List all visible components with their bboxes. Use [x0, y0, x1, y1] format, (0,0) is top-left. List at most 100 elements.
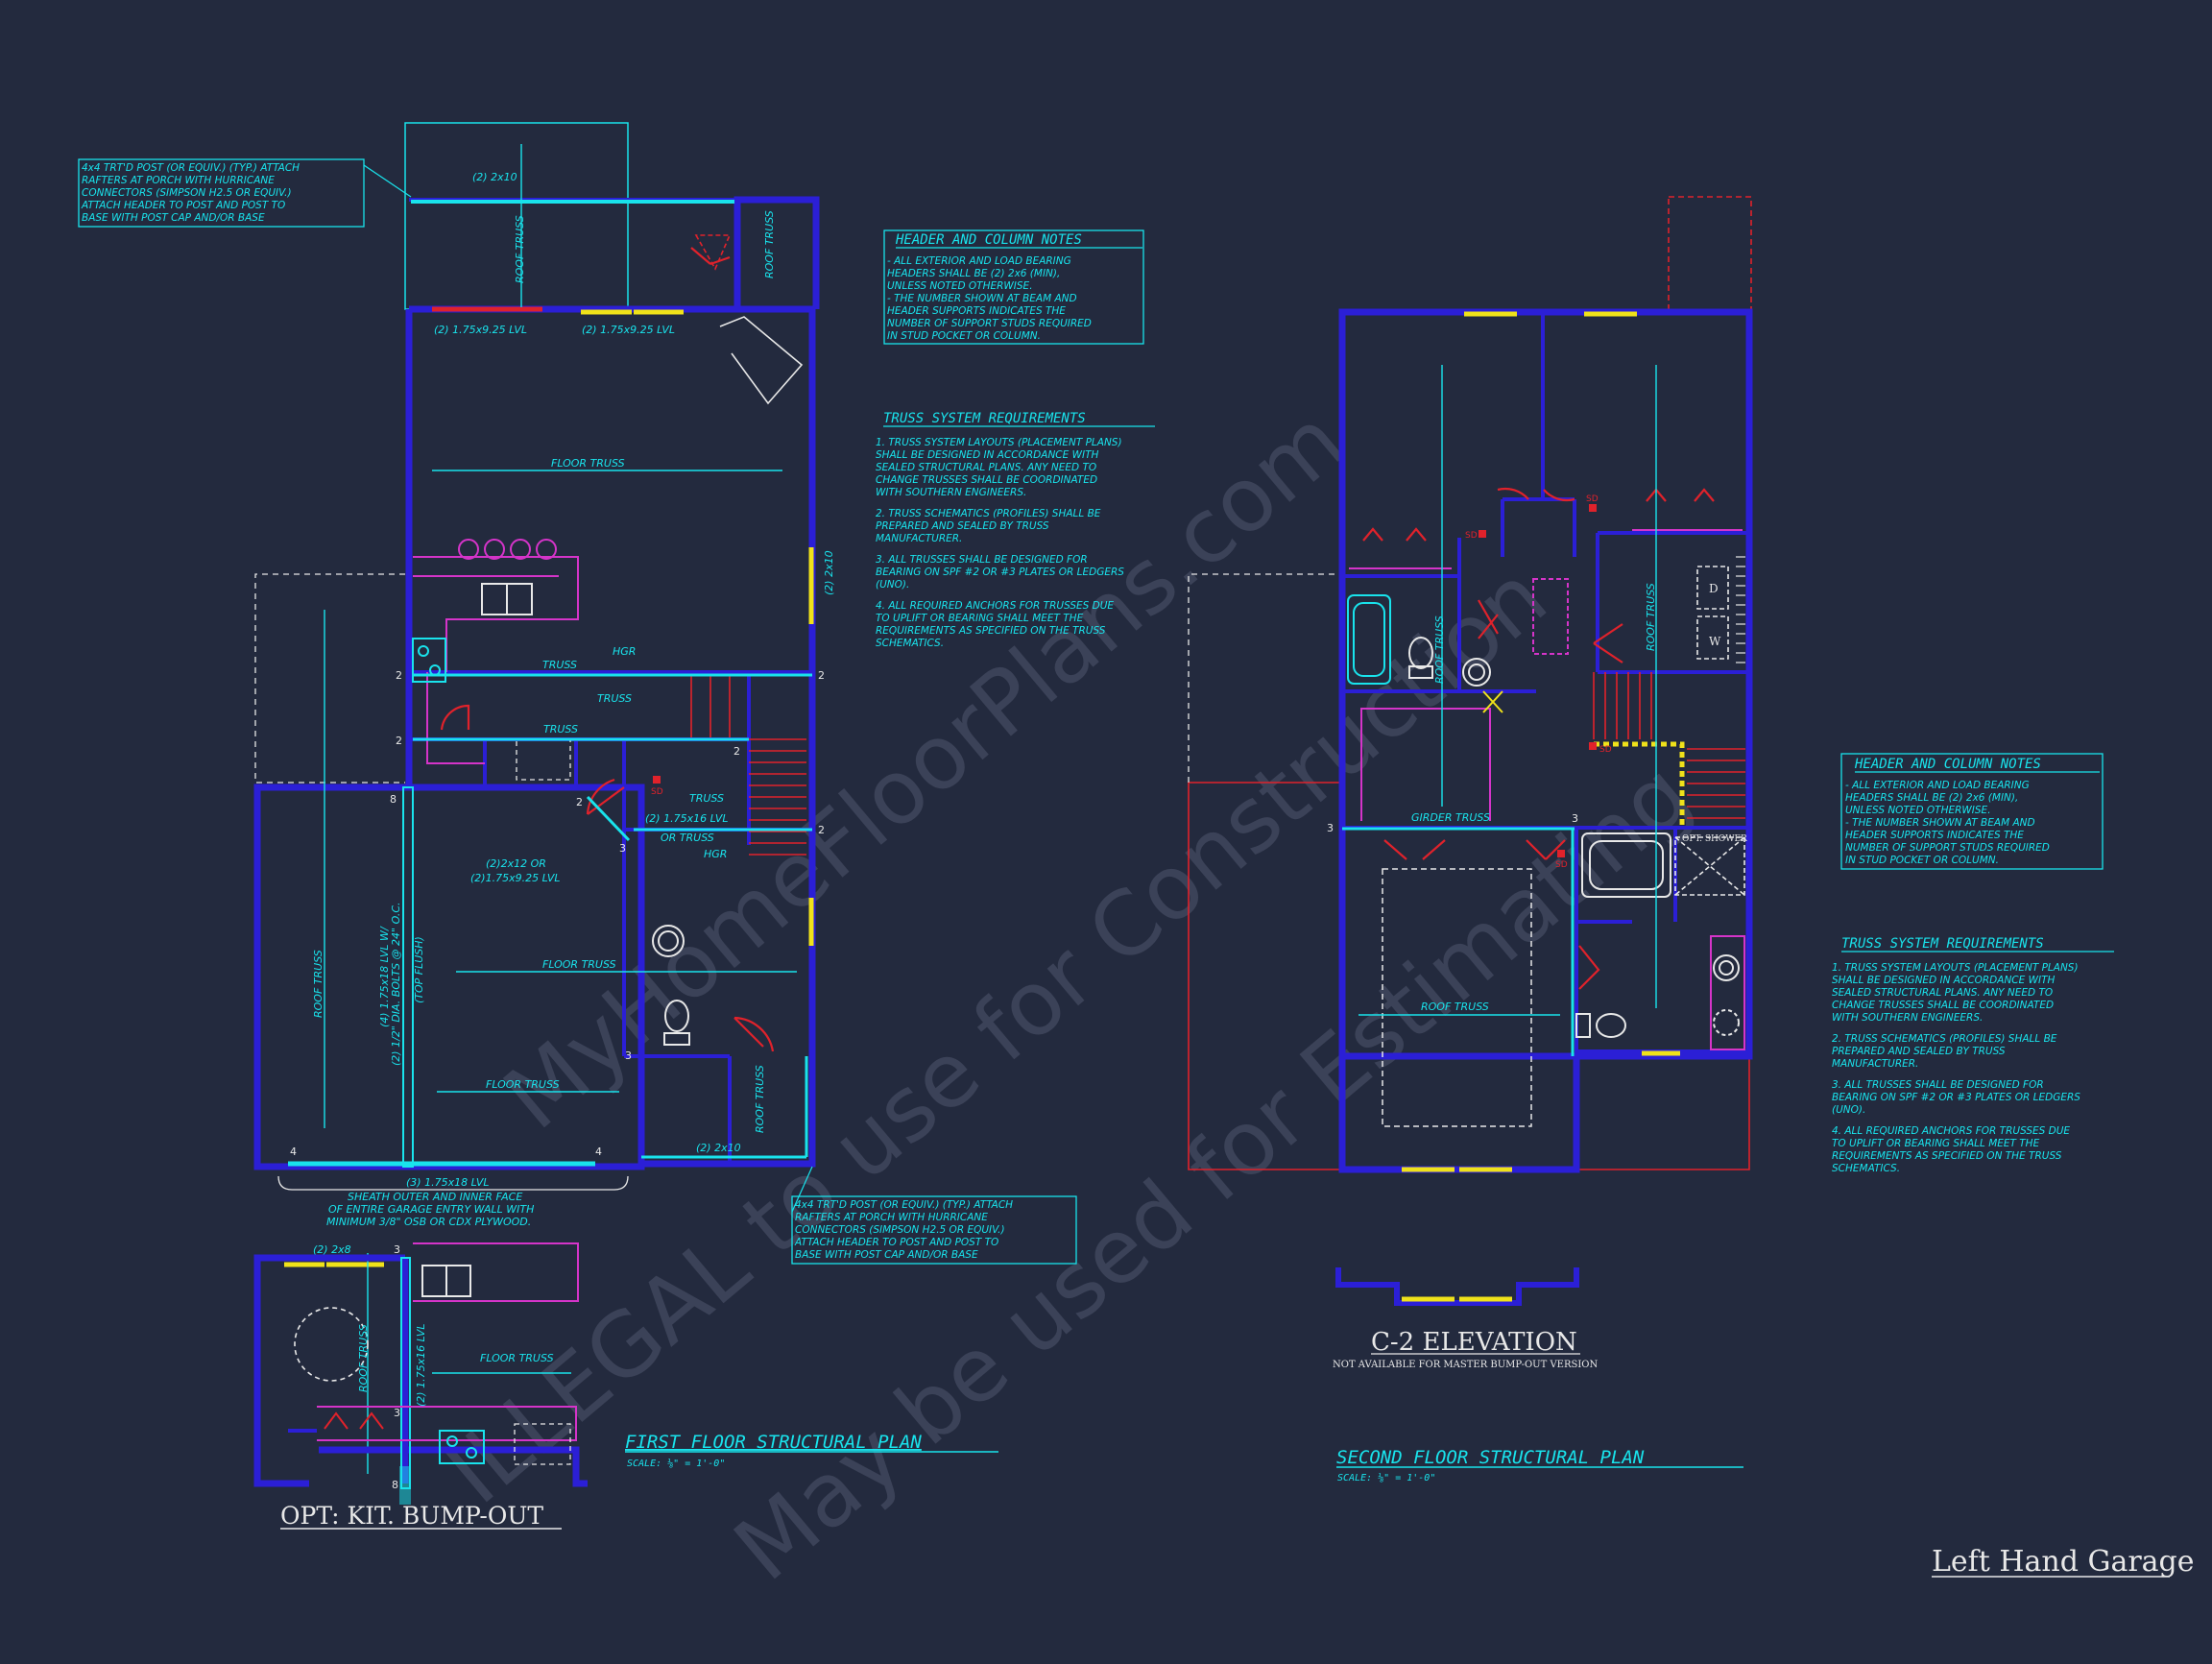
sheet-label: Left Hand Garage — [1932, 1545, 2195, 1579]
notes-truss-2-line: SHALL BE DESIGNED IN ACCORDANCE WITH — [1832, 975, 2055, 986]
porch-corner-walls — [733, 196, 820, 309]
notes-truss-2-title: TRUSS SYSTEM REQUIREMENTS — [1841, 936, 2044, 952]
notes-truss-2-line: SEALED STRUCTURAL PLANS. ANY NEED TO — [1832, 987, 2053, 999]
notes-header-1-line: - ALL EXTERIOR AND LOAD BEARING — [887, 255, 1071, 267]
notes-truss-2-line: WITH SOUTHERN ENGINEERS. — [1832, 1012, 1983, 1024]
support-num: 8 — [390, 793, 397, 806]
label-garage-beam-c: (TOP FLUSH) — [413, 936, 425, 1003]
bumpout-label-roof-truss: ROOF TRUSS — [357, 1324, 370, 1392]
notes-header-2-line: NUMBER OF SUPPORT STUDS REQUIRED — [1845, 842, 2050, 854]
support-num: 2 — [576, 796, 583, 808]
washer-dryer-icon — [1696, 566, 1729, 660]
notes-truss-2-line: TO UPLIFT OR BEARING SHALL MEET THE — [1832, 1138, 2040, 1149]
support-num: 3 — [1572, 812, 1578, 825]
notes-truss-1-line: SCHEMATICS. — [876, 638, 944, 649]
stair-rail — [1594, 741, 1685, 828]
shower-icon — [1674, 836, 1745, 896]
notes-header-2-line: HEADERS SHALL BE (2) 2x6 (MIN), — [1845, 792, 2018, 804]
bumpout-post — [399, 1466, 411, 1505]
support-num: 3 — [619, 842, 626, 855]
sink-icon — [652, 925, 685, 957]
label-garage-header: (3) 1.75x18 LVL — [406, 1176, 490, 1189]
notes-truss-1-line: WITH SOUTHERN ENGINEERS. — [876, 487, 1026, 498]
notes-truss-1-line: PREPARED AND SEALED BY TRUSS — [876, 520, 1049, 532]
notes-header-2-line: - THE NUMBER SHOWN AT BEAM AND — [1845, 817, 2035, 829]
tub-icon — [1347, 594, 1391, 685]
attic-access-icon — [1482, 690, 1503, 713]
master-tub-icon — [1581, 832, 1671, 898]
notes-truss-2-line: CHANGE TRUSSES SHALL BE COORDINATED — [1832, 1000, 2054, 1011]
support-num: 3 — [394, 1407, 400, 1419]
notes-truss-1-line: REQUIREMENTS AS SPECIFIED ON THE TRUSS — [876, 625, 1106, 637]
sf-label-sd: SD — [1465, 531, 1478, 541]
label-truss-d: TRUSS — [689, 792, 724, 805]
notes-truss-2-line: REQUIREMENTS AS SPECIFIED ON THE TRUSS — [1832, 1150, 2062, 1162]
post-note-top-line: RAFTERS AT PORCH WITH HURRICANE — [82, 175, 275, 186]
notes-header-1-line: IN STUD POCKET OR COLUMN. — [887, 330, 1041, 342]
bumpout-range-icon — [439, 1430, 485, 1464]
notes-truss-1-line: 3. ALL TRUSSES SHALL BE DESIGNED FOR — [876, 554, 1088, 566]
second-floor-doors — [1362, 487, 1715, 990]
notes-truss-1-line: SHALL BE DESIGNED IN ACCORDANCE WITH — [876, 449, 1098, 461]
support-num: 2 — [733, 745, 740, 758]
label-entry-beam: (2) 2x10 — [696, 1142, 741, 1154]
label-floor-truss-mid: FLOOR TRUSS — [542, 958, 616, 971]
elevation-outline — [1335, 1267, 1579, 1306]
notes-header-2-line: UNLESS NOTED OTHERWISE. — [1845, 805, 1991, 816]
notes-truss-2-line: MANUFACTURER. — [1832, 1058, 1918, 1070]
support-num: 8 — [392, 1479, 398, 1491]
label-roof-truss-corner: ROOF TRUSS — [763, 210, 776, 278]
notes-truss-1-line: BEARING ON SPF #2 OR #3 PLATES OR LEDGER… — [876, 567, 1124, 578]
post-note-bottom-line: BASE WITH POST CAP AND/OR BASE — [795, 1249, 978, 1261]
shelf-lines — [1736, 556, 1745, 663]
second-floor-beams — [1342, 365, 1657, 1056]
bumpout-title: OPT: KIT. BUMP-OUT — [280, 1502, 543, 1530]
sf-label-girder-truss: GIRDER TRUSS — [1411, 811, 1490, 824]
notes-truss-1-line: CHANGE TRUSSES SHALL BE COORDINATED — [876, 474, 1097, 486]
label-truss-c: TRUSS — [543, 723, 578, 736]
label-sheath-2: OF ENTIRE GARAGE ENTRY WALL WITH — [328, 1203, 534, 1216]
header-column-notes-1: HEADER AND COLUMN NOTES - ALL EXTERIOR A… — [883, 229, 1144, 345]
notes-header-1-line: HEADER SUPPORTS INDICATES THE — [887, 305, 1066, 317]
footprint-below — [1576, 1054, 1750, 1170]
post-note-top-line: CONNECTORS (SIMPSON H2.5 OR EQUIV.) — [82, 187, 292, 199]
notes-truss-2-line: 1. TRUSS SYSTEM LAYOUTS (PLACEMENT PLANS… — [1832, 962, 2079, 974]
sf-label-w: W — [1709, 635, 1721, 648]
support-num: 3 — [625, 1049, 632, 1062]
sf-label-roof-truss-c: ROOF TRUSS — [1421, 1001, 1489, 1013]
label-lvl-right: (2) 1.75x9.25 LVL — [582, 324, 675, 336]
smoke-detector-icon — [653, 776, 661, 784]
sf-label-d: D — [1709, 582, 1719, 595]
notes-header-1-line: NUMBER OF SUPPORT STUDS REQUIRED — [887, 318, 1092, 329]
porch-below-dashed — [1668, 196, 1752, 311]
windows — [284, 309, 814, 1267]
bumpout-wall — [319, 1446, 588, 1487]
elevation-subtitle: NOT AVAILABLE FOR MASTER BUMP-OUT VERSIO… — [1333, 1360, 1599, 1370]
bumpout-label-beam: (2) 2x8 — [313, 1243, 351, 1256]
notes-truss-1-line: 4. ALL REQUIRED ANCHORS FOR TRUSSES DUE — [876, 600, 1114, 612]
post-note-bottom-line: CONNECTORS (SIMPSON H2.5 OR EQUIV.) — [795, 1224, 1005, 1236]
label-beam-2x12-a: (2)2x12 OR — [486, 857, 546, 870]
label-sheath-3: MINIMUM 3/8" OSB OR CDX PLYWOOD. — [326, 1216, 531, 1228]
second-floor-windows — [1402, 311, 1680, 1172]
support-num: 4 — [595, 1146, 602, 1158]
post-note-bottom-line: 4x4 TRT'D POST (OR EQUIV.) (TYP.) ATTACH — [795, 1199, 1013, 1211]
first-floor-plan: (2) 2x10 ROOF TRUSS ROOF TRUSS (2) 1.75x… — [78, 122, 1077, 1474]
sf-label-sd: SD — [1586, 494, 1599, 504]
kitchen-sink-icon — [481, 583, 533, 615]
second-floor-plan: ROOF TRUSS ROOF TRUSS GIRDER TRUSS ROOF … — [1188, 196, 1753, 1483]
notes-truss-1-title: TRUSS SYSTEM REQUIREMENTS — [883, 411, 1086, 426]
label-hgr-b: HGR — [704, 848, 727, 860]
post-note-bottom: 4x4 TRT'D POST (OR EQUIV.) (TYP.) ATTACH… — [791, 1166, 1077, 1265]
label-truss-b: TRUSS — [597, 692, 632, 705]
bumpout-fridge-dashed — [514, 1423, 571, 1465]
label-lvl-left: (2) 1.75x9.25 LVL — [434, 324, 527, 336]
label-garage-beam-b: (2) 1/2" DIA. BOLTS @ 24" O.C. — [390, 903, 402, 1067]
support-num: 4 — [290, 1146, 297, 1158]
label-porch-beam: (2) 2x10 — [472, 171, 517, 183]
second-floor-scale: SCALE: ⅛" = 1'-0" — [1337, 1472, 1435, 1483]
notes-truss-1-line: SEALED STRUCTURAL PLANS. ANY NEED TO — [876, 462, 1096, 473]
toilet-icon — [663, 1000, 690, 1046]
notes-header-2-line: IN STUD POCKET OR COLUMN. — [1845, 855, 1999, 866]
